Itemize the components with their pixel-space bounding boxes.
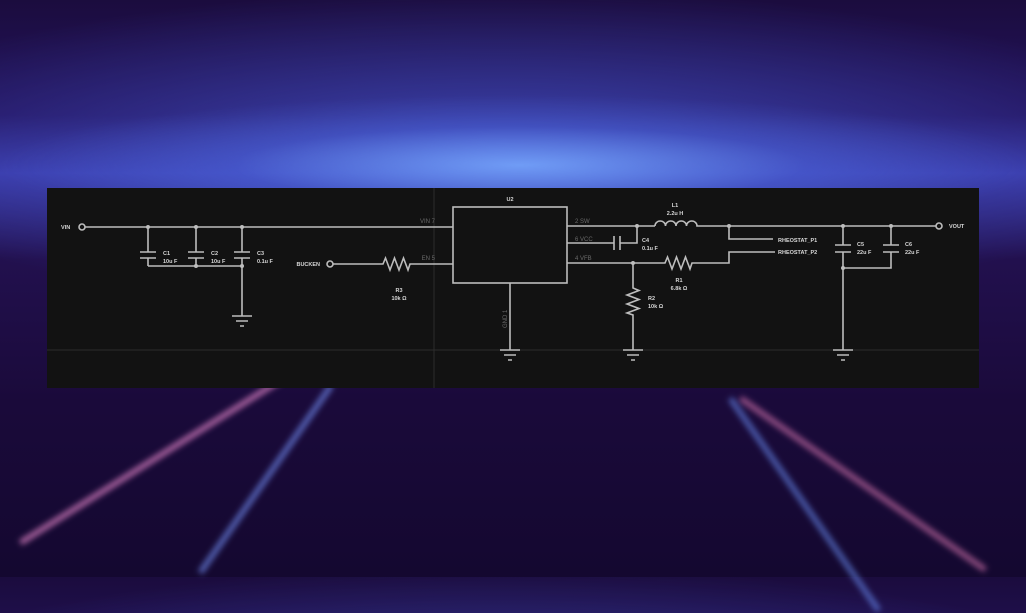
- svg-text:22u F: 22u F: [857, 250, 872, 256]
- svg-text:2.2u H: 2.2u H: [667, 211, 684, 217]
- svg-text:10u F: 10u F: [211, 259, 226, 265]
- schematic-panel[interactable]: VIN C1 10u F C2 10u F C3 0.1u F BUCKEN R…: [47, 188, 979, 388]
- svg-text:L1: L1: [672, 203, 678, 209]
- ground-icon: [232, 315, 252, 327]
- pin-gnd: GND 1: [503, 309, 509, 328]
- pin-vfb: 4 VFB: [575, 256, 592, 262]
- vin-port-terminal[interactable]: [78, 223, 86, 231]
- svg-text:C6: C6: [905, 242, 912, 248]
- ground-icon: [623, 349, 643, 361]
- svg-text:R3: R3: [395, 288, 402, 294]
- pin-sw: 2 SW: [575, 219, 590, 225]
- inductor-l1[interactable]: L1 2.2u H: [654, 203, 729, 227]
- pin-vin: VIN 7: [420, 219, 436, 225]
- vout-port-label: VOUT: [949, 224, 965, 230]
- resistor-r3[interactable]: R3 10k Ω: [333, 255, 453, 302]
- svg-text:U2: U2: [506, 197, 513, 203]
- svg-text:10k Ω: 10k Ω: [648, 304, 664, 310]
- svg-text:10u F: 10u F: [163, 259, 178, 265]
- svg-text:0.1u F: 0.1u F: [642, 246, 659, 252]
- svg-text:C1: C1: [163, 251, 170, 257]
- pin-en: EN 5: [422, 256, 436, 262]
- bucken-port-label: BUCKEN: [296, 262, 320, 268]
- capacitor-c3[interactable]: C3 0.1u F: [234, 227, 274, 266]
- ground-icon: [833, 349, 853, 361]
- svg-text:6.8k Ω: 6.8k Ω: [671, 286, 688, 292]
- rheostat-p1-wire: [728, 226, 773, 240]
- capacitor-c5[interactable]: C5 22u F: [835, 226, 872, 350]
- light-streak: [197, 382, 335, 575]
- capacitor-c6[interactable]: C6 22u F: [843, 226, 920, 269]
- svg-text:C2: C2: [211, 251, 218, 257]
- svg-text:C5: C5: [857, 242, 864, 248]
- svg-text:0.1u F: 0.1u F: [257, 259, 274, 265]
- capacitor-c4[interactable]: C4 0.1u F: [567, 226, 659, 252]
- svg-text:C4: C4: [642, 238, 650, 244]
- svg-text:R1: R1: [675, 278, 682, 284]
- pin-vcc: 6 VCC: [575, 237, 593, 243]
- gnd-wire: [148, 265, 243, 316]
- vout-port-terminal[interactable]: [935, 222, 943, 230]
- svg-text:10k Ω: 10k Ω: [391, 296, 407, 302]
- capacitor-c2[interactable]: C2 10u F: [188, 227, 226, 266]
- svg-text:C3: C3: [257, 251, 264, 257]
- schematic-canvas[interactable]: VIN C1 10u F C2 10u F C3 0.1u F BUCKEN R…: [47, 188, 979, 388]
- svg-text:R2: R2: [648, 296, 655, 302]
- light-streak: [727, 396, 882, 613]
- rheostat-p2-label[interactable]: RHEOSTAT_P2: [778, 250, 817, 256]
- resistor-r1[interactable]: R1 6.8k Ω: [567, 251, 775, 292]
- vin-port-label: VIN: [61, 225, 70, 231]
- light-streak: [738, 395, 988, 573]
- rheostat-p1-label[interactable]: RHEOSTAT_P1: [778, 238, 817, 244]
- resistor-r2[interactable]: R2 10k Ω: [624, 263, 664, 350]
- capacitor-c1[interactable]: C1 10u F: [140, 227, 178, 266]
- bucken-port-terminal[interactable]: [326, 260, 334, 268]
- ground-icon: [500, 283, 520, 361]
- light-streak: [18, 365, 302, 546]
- svg-text:22u F: 22u F: [905, 250, 920, 256]
